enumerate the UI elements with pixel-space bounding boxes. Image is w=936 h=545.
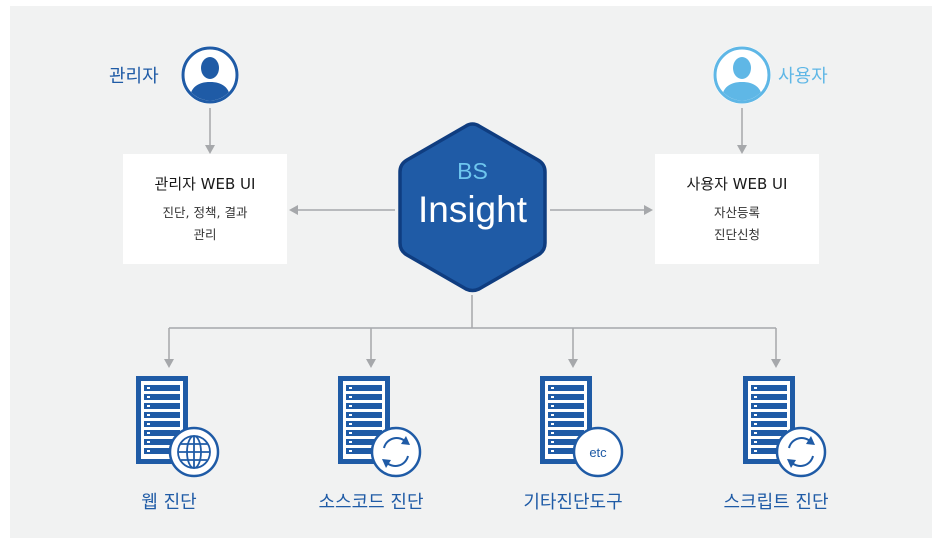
admin-box-desc: 진단, 정책, 결과 관리 [123,202,287,246]
admin-desc-line-2: 관리 [193,227,217,242]
user-box-desc: 자산등록 진단신청 [655,202,819,246]
center-title-line-1: BS [457,158,488,184]
user-box-title: 사용자 WEB UI [686,175,788,193]
center-title-line-2: Insight [417,189,527,230]
etc-scan-tool [538,374,628,469]
tool-label-script: 스크립트 진단 [723,492,829,513]
globe-icon [168,426,220,478]
admin-desc-line-1: 진단, 정책, 결과 [162,205,248,220]
server-icon [540,376,592,464]
etc-badge-text: etc [589,445,607,460]
admin-person-icon [181,46,239,104]
admin-box-title: 관리자 WEB UI [154,175,256,193]
tool-label-web: 웹 진단 [141,492,197,513]
tool-label-source-code: 소스코드 진단 [318,492,424,513]
user-role-label: 사용자 [778,66,828,87]
circle-arrows-icon [370,426,422,478]
bs-insight-hexagon [398,122,547,293]
user-person-icon [713,46,771,104]
tool-label-etc: 기타진단도구 [523,492,623,513]
etc-badge-icon: etc [572,426,624,478]
admin-role-label: 관리자 [109,66,159,87]
circle-arrows-icon [775,426,827,478]
user-desc-line-2: 진단신청 [713,227,760,242]
user-desc-line-1: 자산등록 [713,205,760,220]
user-web-ui-box: 사용자 WEB UI 자산등록 진단신청 [655,154,819,264]
admin-web-ui-box: 관리자 WEB UI 진단, 정책, 결과 관리 [123,154,287,264]
